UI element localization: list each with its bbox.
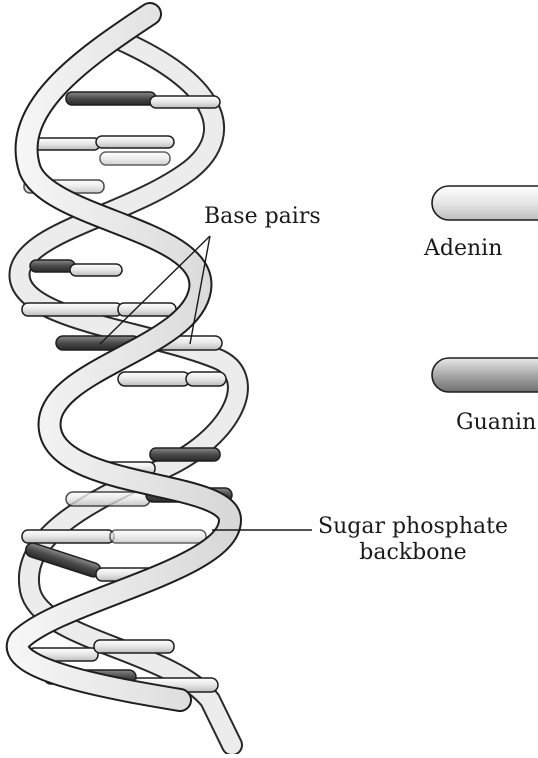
guanine-label: Guanin <box>456 410 537 435</box>
leader-lines <box>99 235 312 531</box>
base-pair-rod <box>23 135 175 151</box>
base-pair-rod <box>29 259 123 277</box>
base-pair-rod <box>117 371 227 387</box>
base-pair-rod <box>21 529 207 544</box>
base-pair-rod <box>21 302 177 317</box>
backbone-strand-back <box>8 29 249 756</box>
base-pair-rod <box>65 91 221 109</box>
adenine-label: Adenin <box>424 236 503 261</box>
sugar-label-line1: Sugar phosphate <box>318 514 508 539</box>
sugar-label-line2: backbone <box>359 540 467 565</box>
base-pairs-leader-right <box>189 235 211 345</box>
adenine-legend-rod <box>431 185 538 221</box>
base-pairs-leader-left <box>99 235 211 345</box>
guanine-legend-rod <box>431 357 538 393</box>
backbone-strand-front <box>6 2 243 712</box>
sugar-phosphate-backbone-label: Sugar phosphate backbone <box>318 514 508 566</box>
base-pairs-label: Base pairs <box>204 204 321 229</box>
